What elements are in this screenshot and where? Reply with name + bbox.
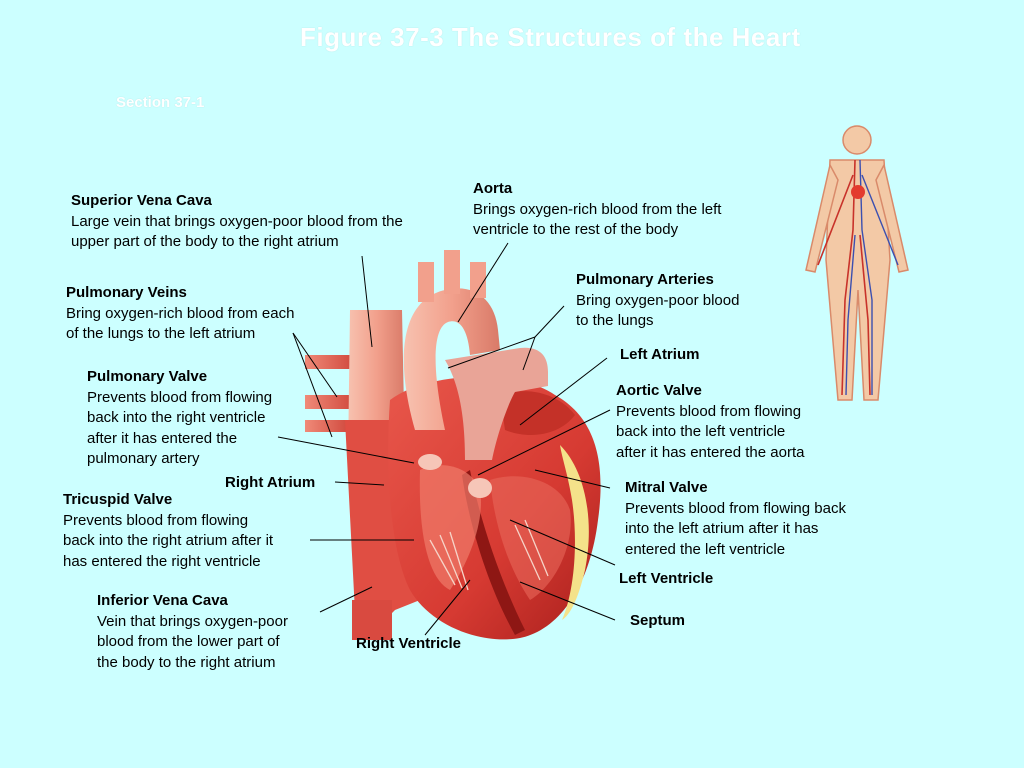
- pulmonary-arteries-label: Pulmonary Arteries Bring oxygen-poor blo…: [576, 270, 796, 332]
- aorta-desc: Brings oxygen-rich blood from the left v…: [473, 200, 722, 239]
- pulmonary-veins-heading: Pulmonary Veins: [66, 284, 187, 301]
- aorta-label: Aorta Brings oxygen-rich blood from the …: [473, 179, 793, 241]
- aortic-valve-heading: Aortic Valve: [616, 382, 702, 399]
- superior-vena-cava-heading: Superior Vena Cava: [71, 192, 212, 209]
- tricuspid-valve-label: Tricuspid Valve Prevents blood from flow…: [63, 490, 343, 572]
- aorta-arch-shape: [403, 288, 500, 430]
- aorta-branch-1: [418, 262, 434, 302]
- inferior-vena-cava-label: Inferior Vena Cava Vein that brings oxyg…: [97, 591, 337, 673]
- pulmonary-veins-label: Pulmonary Veins Bring oxygen-rich blood …: [66, 283, 346, 345]
- right-ventricle-chamber: [419, 465, 481, 590]
- left-atrium-label: Left Atrium: [620, 346, 700, 363]
- mitral-valve-heading: Mitral Valve: [625, 479, 708, 496]
- left-ventricle-chamber: [490, 476, 571, 600]
- section-label: Section 37-1: [116, 94, 205, 111]
- pulmonary-arteries-heading: Pulmonary Arteries: [576, 271, 714, 288]
- aortic-valve-shape: [468, 478, 492, 498]
- leader-lines: [277, 242, 616, 636]
- left-ventricle-label: Left Ventricle: [619, 570, 714, 587]
- superior-vena-cava-label: Superior Vena Cava Large vein that bring…: [71, 191, 471, 253]
- aortic-valve-desc: Prevents blood from flowing back into th…: [616, 402, 805, 461]
- mitral-valve-desc: Prevents blood from flowing back into th…: [625, 499, 846, 558]
- tricuspid-valve-heading: Tricuspid Valve: [63, 491, 173, 508]
- superior-vena-cava-desc: Large vein that brings oxygen-poor blood…: [71, 212, 403, 251]
- pulmonary-valve-shape: [418, 454, 442, 470]
- chordae-strands: [429, 519, 549, 591]
- heart-illustration: [305, 250, 601, 640]
- inferior-vena-cava-shape: [352, 600, 392, 640]
- septum-label: Septum: [630, 612, 686, 629]
- page-title: Figure 37-3 The Structures of the Heart: [300, 22, 801, 52]
- pulmonary-valve-desc: Prevents blood from flowing back into th…: [87, 388, 273, 468]
- mitral-valve-label: Mitral Valve Prevents blood from flowing…: [625, 478, 895, 560]
- aorta-branch-3: [470, 262, 486, 298]
- pulmonary-trunk-shape: [445, 347, 548, 460]
- aortic-valve-label: Aortic Valve Prevents blood from flowing…: [616, 381, 856, 463]
- pulmonary-arteries-desc: Bring oxygen-poor blood to the lungs: [576, 291, 740, 330]
- aorta-branch-2: [444, 250, 460, 294]
- left-atrium-shape: [500, 391, 575, 435]
- aorta-heading: Aorta: [473, 180, 513, 197]
- epicardial-fat-shape: [560, 445, 589, 620]
- pulmonary-veins-desc: Bring oxygen-rich blood from each of the…: [66, 304, 295, 343]
- right-ventricle-label: Right Ventricle: [356, 635, 462, 652]
- pulmonary-valve-heading: Pulmonary Valve: [87, 368, 208, 385]
- inferior-vena-cava-heading: Inferior Vena Cava: [97, 592, 228, 609]
- tricuspid-valve-desc: Prevents blood from flowing back into th…: [63, 511, 274, 570]
- right-atrium-label: Right Atrium: [225, 474, 316, 491]
- body-figure-icon: [805, 125, 909, 401]
- pulmonary-valve-label: Pulmonary Valve Prevents blood from flow…: [87, 367, 327, 470]
- inferior-vena-cava-desc: Vein that brings oxygen-poor blood from …: [97, 612, 288, 671]
